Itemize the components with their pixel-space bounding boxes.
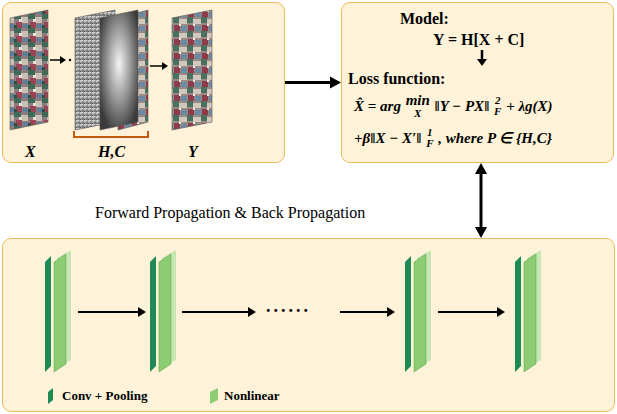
arrow-head [60,56,66,64]
image-label: Y [188,142,198,161]
bracket [74,131,148,137]
conv-slab [405,256,411,372]
legend-swatch-frame [209,387,219,405]
image-stack [10,10,212,137]
observed-image [172,10,212,130]
equation-stack: 2F [494,95,501,117]
arrow-head [138,307,146,317]
equation-term: +β‖X − X′‖ [354,130,421,146]
loss-equation-line: X̂ = arg minX ‖Y − PX‖ 2F + λg(X) [354,93,556,119]
connector-line [480,173,483,228]
flow-arrow [150,65,162,67]
operator: min [406,93,430,108]
subscript: X [406,108,430,119]
section-heading: Model: [400,9,449,28]
network-layers [45,250,541,372]
panel-box: Conv + Pooling Nonlinear [2,238,615,412]
equation-term: , where P ∈ {H,C} [438,130,552,146]
ellipsis: ...... [266,296,311,318]
conv-slab [150,256,156,372]
equation-term: + λg(X) [506,98,552,114]
arrow-head [248,307,256,317]
image-label: H,C [98,142,125,161]
equation-stack: minX [406,93,430,119]
connector-arrow [475,163,487,238]
layer-block [405,250,431,372]
layer-block [515,250,541,372]
panel-box: X H,C Y [2,2,285,163]
layer-block [150,250,176,372]
layer-arrow [340,311,388,313]
conv-slab [45,256,51,372]
arrow-head [387,307,395,317]
noise-image [75,10,115,130]
layer-shadow [417,250,431,368]
section-heading: Loss function: [348,69,445,88]
layer-shadow [57,250,71,368]
loss-equation-line: +β‖X − X′‖ 1F , where P ∈ {H,C} [354,127,556,149]
model-equation: Y = H[X + C] [433,30,524,49]
panel-box: Model: Y = H[X + C] Loss function: X̂ = arg… [341,2,614,163]
cloud-image [100,10,138,130]
equation-term: X̂ = arg [354,98,401,114]
connector-line [285,81,331,84]
subscript: F [426,138,433,149]
flow-arrow [50,59,60,61]
nonlinear-slab [524,254,536,372]
legend-text: Conv + Pooling [62,388,147,404]
conv-slab [515,256,521,372]
arrow-head [477,59,487,66]
layer-block [45,250,71,372]
arrow-head [475,163,487,174]
propagation-label: Forward Propagation & Back Propagation [95,203,365,222]
layer-shadow [162,250,176,368]
legend-swatch-frame [47,387,57,405]
subscript: F [494,106,501,117]
equation-term: ‖Y − PX‖ [435,98,490,114]
arrow-head [497,307,505,317]
equation-stack: 1F [426,127,433,149]
input-image [10,10,48,130]
connector-arrow [285,76,341,88]
down-arrow-shaft [481,50,484,60]
arrow-head [475,227,487,238]
degraded-image [118,10,148,130]
image-label: X [25,142,36,161]
ellipsis-dot [69,59,71,61]
superscript: 1 [426,127,433,138]
nonlinear-slab [414,254,426,372]
nonlinear-slab [54,254,66,372]
legend-text: Nonlinear [224,388,280,404]
legend-swatch [210,388,218,404]
layer-arrow [438,311,498,313]
layer-arrow [78,311,139,313]
model-arrow [477,50,487,66]
arrow-head [162,62,168,70]
layer-arrow [182,311,249,313]
nonlinear-slab [159,254,171,372]
arrow-head [330,76,341,88]
legend-swatch [48,388,53,404]
superscript: 2 [494,95,501,106]
layer-shadow [527,250,541,368]
